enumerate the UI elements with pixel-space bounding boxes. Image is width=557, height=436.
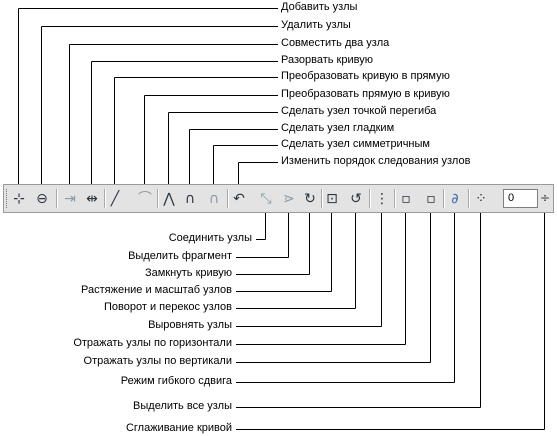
callout-label: Соединить узлы <box>168 232 252 244</box>
callout-label: Выровнять узлы <box>148 319 232 331</box>
join-two-nodes-icon[interactable]: ⇥ <box>59 185 81 212</box>
toolbar-separator <box>443 189 445 208</box>
shape-tool-toolbar: ⊹ ⊖ ⇥ ⇹ ╱ ⌒ ⋀ ∩ ∩ ↶ ⤡ ⋗ ↻ ⊡ ↺ ⋮ ▫ ▫ ∂ ⁘ 0 ÷ <box>3 184 554 213</box>
close-curve-icon-glyph: ↻ <box>304 190 316 207</box>
callout-label: Совместить два узла <box>281 37 390 49</box>
extract-subpath-icon-glyph: ⋗ <box>283 190 295 207</box>
add-nodes-icon[interactable]: ⊹ <box>8 185 30 212</box>
callout-label: Выделить все узлы <box>133 400 232 412</box>
stretch-scale-icon[interactable]: ⊡ <box>321 185 343 212</box>
callout-label: Отражать узлы по горизонтали <box>73 337 232 349</box>
callout-label: Сделать узел симметричным <box>281 138 430 150</box>
cusp-node-icon-glyph: ⋀ <box>163 190 175 207</box>
callout-label: Добавить узлы <box>281 1 358 13</box>
toolbar-separator <box>56 189 58 208</box>
toolbar-separator <box>321 189 323 208</box>
align-nodes-icon-glyph: ⋮ <box>375 190 389 207</box>
curve-to-line-icon-glyph: ╱ <box>110 190 120 207</box>
reverse-direction-icon[interactable]: ↶ <box>228 185 250 212</box>
callout-label: Преобразовать прямую в кривую <box>281 88 450 100</box>
line-to-curve-icon[interactable]: ⌒ <box>134 185 156 212</box>
extend-curve-icon[interactable]: ⤡ <box>255 185 277 212</box>
mirror-vertical-icon-glyph: ▫ <box>426 190 436 207</box>
toolbar-separator <box>468 189 470 208</box>
curve-to-line-icon[interactable]: ╱ <box>104 185 126 212</box>
rotate-skew-icon[interactable]: ↺ <box>345 185 367 212</box>
symmetrical-node-icon-glyph: ∩ <box>208 190 220 207</box>
symmetrical-node-icon[interactable]: ∩ <box>203 185 225 212</box>
align-nodes-icon[interactable]: ⋮ <box>371 185 393 212</box>
mirror-horizontal-icon-glyph: ▫ <box>401 190 411 207</box>
callout-label: Преобразовать кривую в прямую <box>281 70 450 82</box>
reverse-direction-icon-glyph: ↶ <box>233 190 245 207</box>
smooth-node-icon-glyph: ∩ <box>184 190 196 207</box>
delete-nodes-icon-glyph: ⊖ <box>36 190 48 207</box>
delete-nodes-icon[interactable]: ⊖ <box>31 185 53 212</box>
select-all-nodes-icon-glyph: ⁘ <box>475 190 487 207</box>
toolbar-separator <box>369 189 371 208</box>
break-curve-icon-glyph: ⇹ <box>86 190 98 207</box>
add-nodes-icon-glyph: ⊹ <box>13 190 25 207</box>
select-all-nodes-icon[interactable]: ⁘ <box>470 185 492 212</box>
callout-label: Поворот и перекос узлов <box>104 301 232 313</box>
close-curve-icon[interactable]: ↻ <box>299 185 321 212</box>
rotate-skew-icon-glyph: ↺ <box>350 190 362 207</box>
smooth-node-icon[interactable]: ∩ <box>179 185 201 212</box>
callout-label: Режим гибкого сдвига <box>120 375 232 387</box>
callout-label: Изменить порядок следования узлов <box>281 155 471 167</box>
callout-label: Разорвать кривую <box>281 54 373 66</box>
callout-label: Сделать узел точкой перегиба <box>281 105 437 117</box>
elastic-mode-icon-glyph: ∂ <box>451 190 459 207</box>
callout-label: Растяжение и масштаб узлов <box>81 284 232 296</box>
curve-smoothing-input[interactable]: 0 <box>503 189 538 208</box>
toolbar-grip[interactable] <box>6 189 10 208</box>
toolbar-separator <box>157 189 159 208</box>
mirror-horizontal-icon[interactable]: ▫ <box>395 185 417 212</box>
toolbar-separator <box>394 189 396 208</box>
mirror-vertical-icon[interactable]: ▫ <box>420 185 442 212</box>
callout-label: Отражать узлы по вертикали <box>83 355 232 367</box>
callout-label: Удалить узлы <box>281 19 351 31</box>
stretch-scale-icon-glyph: ⊡ <box>326 190 338 207</box>
curve-smoothing-spinner-icon[interactable]: ÷ <box>540 191 551 205</box>
callout-label: Выделить фрагмент <box>128 250 232 262</box>
toolbar-separator <box>103 189 106 208</box>
elastic-mode-icon[interactable]: ∂ <box>444 185 466 212</box>
toolbar-separator <box>226 189 229 208</box>
cusp-node-icon[interactable]: ⋀ <box>158 185 180 212</box>
break-curve-icon[interactable]: ⇹ <box>81 185 103 212</box>
callout-label: Замкнуть кривую <box>145 267 232 279</box>
extract-subpath-icon[interactable]: ⋗ <box>278 185 300 212</box>
callout-label: Сглаживание кривой <box>125 422 232 434</box>
extend-curve-icon-glyph: ⤡ <box>260 190 272 207</box>
line-to-curve-icon-glyph: ⌒ <box>138 190 152 207</box>
join-two-nodes-icon-glyph: ⇥ <box>64 190 76 207</box>
callout-label: Сделать узел гладким <box>281 122 395 134</box>
